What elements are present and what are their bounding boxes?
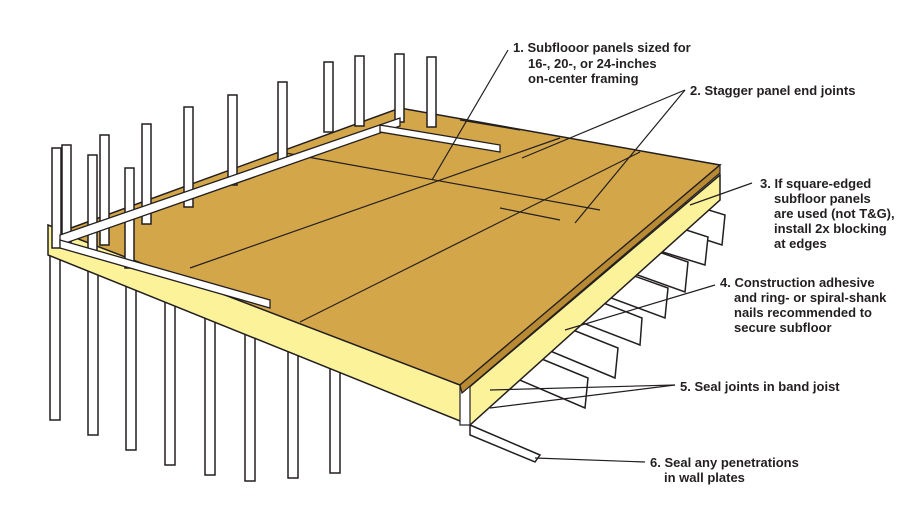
callout-1-line-2: 16-, 20-, or 24-inches — [528, 56, 657, 71]
callout-2-line-1: 2. Stagger panel end joints — [690, 83, 855, 98]
leader-lines — [431, 49, 753, 463]
callout-3-blocking: 3. If square-edged subfloor panels are u… — [760, 176, 895, 251]
subfloor-edge — [459, 163, 721, 395]
callout-4-adhesive: 4. Construction adhesive and ring- or sp… — [720, 275, 887, 335]
callout-6-line-2: in wall plates — [664, 470, 745, 485]
callout-1-panel-sizing: 1. Subflooor panels sized for 16-, 20-, … — [513, 40, 691, 86]
callout-4-line-3: nails recommended to — [734, 305, 872, 320]
callout-4-line-1: 4. Construction adhesive — [720, 275, 875, 290]
callout-1-line-1: 1. Subflooor panels sized for — [513, 40, 691, 55]
panel-joints — [189, 119, 641, 323]
callout-4-line-4: secure subfloor — [734, 320, 832, 335]
wall-plate — [469, 423, 542, 463]
callout-1-line-3: on-center framing — [528, 71, 639, 86]
callout-6-penetrations: 6. Seal any penetrations in wall plates — [650, 455, 799, 485]
callout-6-line-1: 6. Seal any penetrations — [650, 455, 799, 470]
sill-plate-back — [379, 124, 501, 153]
sill-plate-left — [59, 239, 271, 309]
callout-4-line-2: and ring- or spiral-shank — [734, 290, 887, 305]
callout-2-stagger-joints: 2. Stagger panel end joints — [690, 83, 855, 98]
callout-5-line-1: 5. Seal joints in band joist — [680, 379, 840, 394]
callout-3-line-4: install 2x blocking — [774, 221, 887, 236]
subfloor-panels — [57, 107, 722, 386]
callout-3-line-3: are used (not T&G), — [774, 206, 895, 221]
callout-3-line-2: subfloor panels — [774, 191, 871, 206]
callout-3-line-5: at edges — [774, 236, 827, 251]
callout-3-line-1: 3. If square-edged — [760, 176, 871, 191]
callout-5-band-joist: 5. Seal joints in band joist — [680, 379, 840, 394]
